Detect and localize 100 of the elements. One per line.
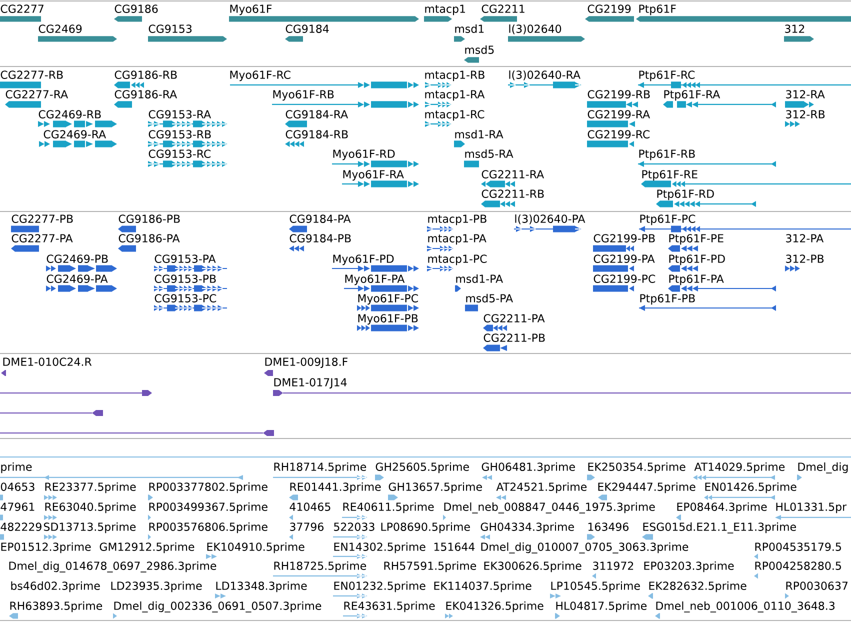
est-label: RP004535179.5 xyxy=(755,542,841,551)
transcript-label: msd1-RA xyxy=(455,130,504,138)
protein-label: CG2277-PA xyxy=(12,234,73,242)
est-label: RE43631.5prime xyxy=(344,601,435,612)
gene-label: 312 xyxy=(785,24,804,33)
transcript-label: CG2277-RB xyxy=(0,70,63,79)
transcript-label: CG9186-RA xyxy=(114,90,177,98)
est-label: GH06481.3prime xyxy=(482,462,575,474)
est-label: Dmel_dig_010007_0705_3063.3prime xyxy=(481,542,688,554)
protein-label: CG2199-PA xyxy=(594,254,655,263)
est-label: RE01441.3prime xyxy=(290,482,381,494)
transcript-label: CG2199-RA xyxy=(588,110,650,118)
protein-label: CG2199-PB xyxy=(594,234,655,242)
protein-label: CG9153-PB xyxy=(154,274,216,283)
protein-label: CG9153-PC xyxy=(154,294,216,302)
transcript-label: CG2211-RA xyxy=(482,170,544,178)
transcript-label: Myo61F-RC xyxy=(230,70,290,82)
transcript-label: CG2199-RB xyxy=(588,90,650,98)
transcript-label: Ptp61F-RD xyxy=(657,190,714,200)
gene-label: Ptp61F xyxy=(639,4,676,16)
est-label: RP0030637 xyxy=(786,582,848,590)
est-label: EP08464.3prime xyxy=(677,502,767,514)
est-label: RP003499367.5prime xyxy=(149,502,268,514)
est-label: LD13348.3prime xyxy=(216,581,307,592)
protein-label: l(3)02640-PA xyxy=(515,214,586,224)
clone-label: DME1-010C24.R xyxy=(3,358,92,366)
est-label: HL01331.5pr xyxy=(776,502,847,514)
transcript-label: CG2199-RC xyxy=(588,130,650,138)
est-label: 04653 xyxy=(0,482,34,491)
est-label: GH04334.3prime xyxy=(480,522,574,534)
protein-label: CG9184-PB xyxy=(290,234,351,242)
est-label: AT14029.5prime xyxy=(694,462,785,474)
protein-label: CG9186-PB xyxy=(118,214,180,223)
est-label: EK294447.5prime xyxy=(598,482,696,494)
est-label: RP004258280.5 xyxy=(755,562,841,570)
est-label: EK282632.5prime xyxy=(649,581,746,592)
protein-label: CG2199-PC xyxy=(594,274,656,283)
est-label: EP01512.3prime xyxy=(1,542,91,554)
transcript-label: Myo61F-RA xyxy=(343,170,404,181)
est-label: RE40611.5prime xyxy=(343,502,434,514)
transcript-label: CG9153-RC xyxy=(148,150,211,158)
transcript-label: CG9153-RB xyxy=(148,130,211,138)
gene-label: msd5 xyxy=(465,45,494,54)
est-label: LD23935.3prime xyxy=(111,581,202,592)
protein-label: mtacp1-PC xyxy=(428,254,487,266)
est-label: EP03203.3prime xyxy=(644,561,734,572)
protein-label: Myo61F-PA xyxy=(345,274,405,286)
gene-label: CG2277 xyxy=(0,4,44,13)
est-label: EK041326.5prime xyxy=(446,601,544,612)
transcript-label: mtacp1-RA xyxy=(425,90,485,101)
transcript-label: CG2211-RB xyxy=(482,190,544,198)
est-label: EK300626.5prime xyxy=(484,561,582,572)
est-label: LP10545.5prime xyxy=(551,581,640,592)
est-label: GH25605.5prime xyxy=(376,462,469,474)
transcript-label: CG9184-RA xyxy=(286,110,348,118)
transcript-label: mtacp1-RC xyxy=(425,110,484,121)
transcript-label: Ptp61F-RB xyxy=(639,150,695,160)
transcript-label: Myo61F-RD xyxy=(333,150,395,160)
protein-label: CG2211-PA xyxy=(484,314,545,322)
protein-label: CG9153-PA xyxy=(154,254,216,263)
protein-label: Ptp61F-PC xyxy=(640,214,696,226)
protein-label: CG2469-PB xyxy=(46,254,108,263)
gene-label: CG2199 xyxy=(588,4,631,13)
transcript-label: Ptp61F-RA xyxy=(664,90,720,101)
transcript-label: CG9186-RB xyxy=(114,70,177,79)
protein-label: CG2211-PB xyxy=(484,334,545,342)
est-label: 522033 xyxy=(334,522,374,531)
transcript-label: CG9153-RA xyxy=(148,110,211,118)
protein-label: mtacp1-PA xyxy=(428,234,486,245)
protein-label: msd1-PA xyxy=(456,274,503,283)
est-label: RP003576806.5prime xyxy=(149,522,268,534)
protein-label: CG2277-PB xyxy=(12,214,73,223)
protein-label: mtacp1-PB xyxy=(428,214,486,226)
est-label: bs46d02.3prime xyxy=(11,581,100,592)
protein-label: Ptp61F-PB xyxy=(640,294,695,305)
transcript-label: Ptp61F-RC xyxy=(639,70,695,82)
gene-label: CG9184 xyxy=(286,24,329,33)
est-label: RH63893.5prime xyxy=(10,601,102,612)
est-label: Dmel_dig_002336_0691_0507.3prime xyxy=(114,601,322,612)
est-label: HL04817.5prime xyxy=(556,601,647,612)
protein-label: Ptp61F-PE xyxy=(669,234,724,245)
est-label: Dmel_neb_001006_0110_3648.3 xyxy=(656,601,834,612)
gene-label: CG9153 xyxy=(148,24,192,33)
gene-label: l(3)02640 xyxy=(509,24,562,34)
transcript-label: 312-RA xyxy=(786,90,825,98)
transcript-label: Ptp61F-RE xyxy=(642,170,698,181)
est-label: 410465 xyxy=(290,502,330,511)
protein-label: CG9186-PA xyxy=(118,234,180,242)
est-label: prime xyxy=(1,462,32,474)
est-label: 482229 xyxy=(0,522,42,531)
gene-label: Myo61F xyxy=(230,4,272,16)
est-label: EK250354.5prime xyxy=(588,462,686,474)
est-label: Dmel_dig xyxy=(798,462,848,474)
est-label: LP08690.5prime xyxy=(381,522,470,534)
est-label: RH18725.5prime xyxy=(274,561,366,572)
clone-label: DME1-009J18.F xyxy=(265,358,348,368)
protein-label: Myo61F-PD xyxy=(333,254,394,266)
est-label: EN14302.5prime xyxy=(334,542,426,554)
gene-label: CG2469 xyxy=(38,24,82,33)
est-label: 163496 xyxy=(588,522,628,531)
